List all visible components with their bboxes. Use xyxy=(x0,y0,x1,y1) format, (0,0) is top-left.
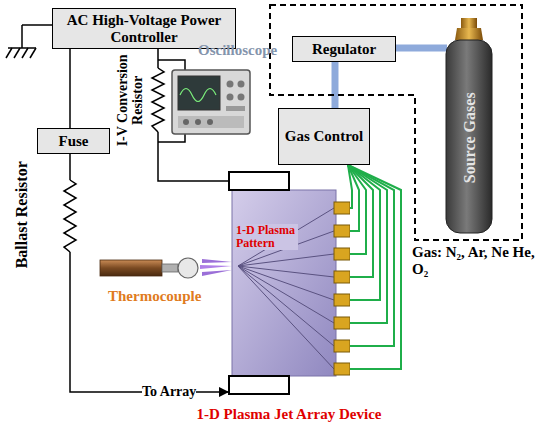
node-label: Gas Control xyxy=(281,128,367,145)
node-label: Fuse xyxy=(55,133,93,150)
process-box: Fuse xyxy=(37,128,110,154)
instrument-label: Oscilloscope xyxy=(198,42,277,59)
device-body xyxy=(232,190,336,376)
part-label: Thermocouple xyxy=(108,288,201,305)
gas-fitting xyxy=(334,317,350,329)
gas-line xyxy=(396,45,447,52)
pattern-label: 1-D Plasma Pattern xyxy=(236,224,298,250)
gas-tube xyxy=(348,165,394,346)
device-caption: 1-D Plasma Jet Array Device xyxy=(158,406,420,423)
gas-fitting xyxy=(334,271,350,283)
thermocouple-probe xyxy=(100,258,198,278)
gas-fitting xyxy=(334,294,350,306)
node-label: Regulator xyxy=(308,41,380,58)
gas-channel xyxy=(238,254,334,266)
part-label: I-V Conversion Resistor xyxy=(115,50,146,150)
resistor-symbol xyxy=(150,68,166,132)
gas-tube xyxy=(348,165,380,300)
jet-array-device: 1-D Plasma Jet Array Device xyxy=(228,170,350,398)
device-outline xyxy=(228,170,350,398)
resistor-symbol xyxy=(62,180,78,252)
gas-tubes xyxy=(348,165,394,346)
valve xyxy=(455,28,483,40)
gas-list: Gas: N₂, Ar, Ne He, O₂ xyxy=(412,244,544,277)
gas-cylinder: Source Gases xyxy=(445,18,493,234)
gas-line xyxy=(332,62,339,108)
gas-channel xyxy=(238,266,334,323)
gas-line xyxy=(348,165,401,369)
node-label: AC High-Voltage Power Controller xyxy=(53,12,235,45)
gas-fitting xyxy=(334,340,350,352)
gas-fitting xyxy=(334,225,350,237)
probe-wire xyxy=(158,134,185,142)
wire xyxy=(69,49,71,128)
gas-fitting xyxy=(334,363,350,375)
ground-symbol xyxy=(6,25,52,58)
plasma-jets xyxy=(200,259,232,276)
electrode-terminal xyxy=(229,376,289,394)
valve xyxy=(461,18,477,28)
gas-channel xyxy=(238,266,334,346)
oscilloscope-picture xyxy=(172,70,250,134)
electrode-terminal xyxy=(229,172,289,190)
probe-wire xyxy=(158,60,185,70)
part-label: Ballast Resistor xyxy=(13,161,31,268)
gas-tube xyxy=(348,165,387,323)
gas-tube xyxy=(348,165,366,254)
process-box: Regulator xyxy=(292,36,396,62)
gas-fitting xyxy=(334,248,350,260)
terminal-label: To Array xyxy=(142,384,196,399)
node-label: Source Gases xyxy=(460,93,478,184)
gas-fitting xyxy=(334,202,350,214)
gas-channel xyxy=(238,266,334,369)
cylinder-body xyxy=(446,40,492,233)
process-box: Gas Control xyxy=(278,108,370,165)
